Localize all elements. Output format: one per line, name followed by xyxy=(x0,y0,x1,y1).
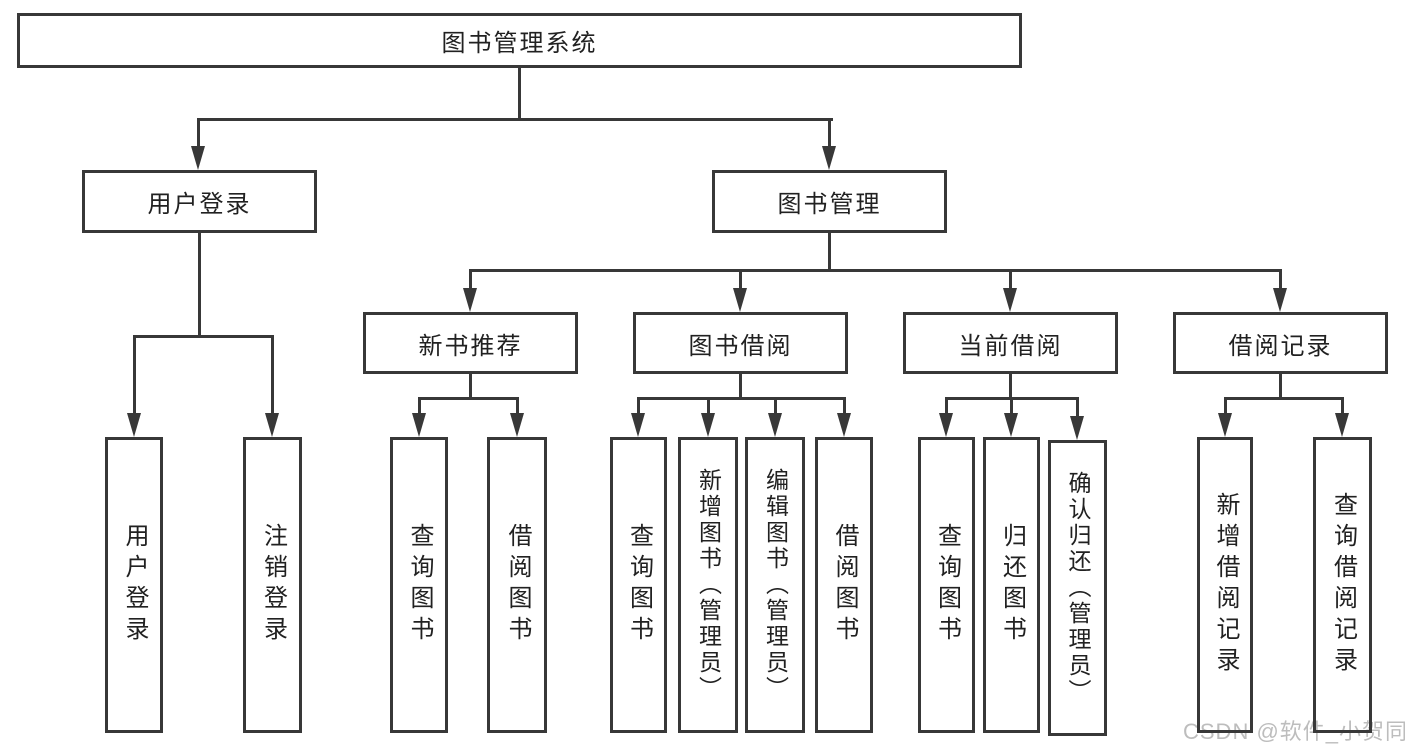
connector-line xyxy=(469,269,1282,272)
arrowhead-down-icon xyxy=(1070,416,1084,440)
arrowhead-down-icon xyxy=(733,288,747,312)
node-label: 借阅图书 xyxy=(504,523,531,647)
node-label: 查询图书 xyxy=(625,523,653,647)
connector-line xyxy=(516,400,519,414)
leaf-return-books: 归还图书 xyxy=(983,437,1040,733)
connector-line xyxy=(469,272,472,289)
node-label: 借阅记录 xyxy=(1228,332,1333,360)
leaf-edit-books-admin: 编辑图书（管理员） xyxy=(745,437,805,733)
connector-line xyxy=(739,374,742,400)
connector-line xyxy=(1279,272,1282,289)
node-label: 图书管理 xyxy=(777,191,882,218)
node-library-system: 图书管理系统 xyxy=(17,13,1022,68)
arrowhead-down-icon xyxy=(1003,288,1017,312)
connector-line xyxy=(1341,400,1344,414)
arrowhead-down-icon xyxy=(701,413,715,437)
connector-line xyxy=(1010,400,1013,414)
connector-line xyxy=(469,374,472,400)
leaf-logout: 注销登录 xyxy=(243,437,302,733)
node-label: 用户登录 xyxy=(121,523,148,647)
leaf-query-books-current: 查询图书 xyxy=(918,437,975,733)
connector-line xyxy=(1076,400,1079,417)
arrowhead-down-icon xyxy=(1335,413,1349,437)
leaf-add-borrow-record: 新增借阅记录 xyxy=(1197,437,1253,733)
leaf-borrow-books-borrowing: 借阅图书 xyxy=(815,437,873,733)
leaf-user-login: 用户登录 xyxy=(105,437,163,733)
node-label: 图书借阅 xyxy=(688,332,793,360)
arrowhead-down-icon xyxy=(939,413,953,437)
node-label: 确认归还（管理员） xyxy=(1065,471,1091,705)
connector-line xyxy=(739,272,742,289)
node-new-book-recommendation: 新书推荐 xyxy=(363,312,578,374)
connector-line xyxy=(418,397,519,400)
arrowhead-down-icon xyxy=(822,146,836,170)
connector-line xyxy=(418,400,421,414)
arrowhead-down-icon xyxy=(510,413,524,437)
node-label: 借阅图书 xyxy=(831,523,858,647)
node-label: 当前借阅 xyxy=(958,332,1063,360)
connector-line xyxy=(133,335,274,338)
leaf-confirm-return-admin: 确认归还（管理员） xyxy=(1048,440,1107,736)
leaf-query-books-borrowing: 查询图书 xyxy=(610,437,667,733)
node-user-login: 用户登录 xyxy=(82,170,317,233)
connector-line xyxy=(198,233,201,338)
connector-line xyxy=(1224,400,1227,414)
connector-line xyxy=(637,397,846,400)
node-label: 新增图书（管理员） xyxy=(695,468,722,702)
arrowhead-down-icon xyxy=(1273,288,1287,312)
connector-line xyxy=(843,400,846,414)
arrowhead-down-icon xyxy=(1004,413,1018,437)
node-label: 编辑图书（管理员） xyxy=(762,468,789,702)
connector-line xyxy=(945,397,1079,400)
node-label: 注销登录 xyxy=(259,523,287,647)
node-book-borrowing: 图书借阅 xyxy=(633,312,848,374)
node-label: 查询借阅记录 xyxy=(1329,492,1357,678)
node-borrowing-records: 借阅记录 xyxy=(1173,312,1388,374)
arrowhead-down-icon xyxy=(265,413,279,437)
node-label: 图书管理系统 xyxy=(441,30,598,57)
arrowhead-down-icon xyxy=(631,413,645,437)
connector-line xyxy=(197,118,833,121)
node-label: 新书推荐 xyxy=(418,332,523,360)
node-book-management: 图书管理 xyxy=(712,170,947,233)
connector-line xyxy=(1224,397,1344,400)
connector-line xyxy=(828,121,831,147)
connector-line xyxy=(707,400,710,414)
node-label: 查询图书 xyxy=(933,523,961,647)
node-label: 查询图书 xyxy=(406,523,433,647)
arrowhead-down-icon xyxy=(463,288,477,312)
arrowhead-down-icon xyxy=(1218,413,1232,437)
connector-line xyxy=(774,400,777,414)
arrowhead-down-icon xyxy=(837,413,851,437)
leaf-query-books-recommend: 查询图书 xyxy=(390,437,448,733)
connector-line xyxy=(271,338,274,415)
connector-line xyxy=(133,338,136,415)
leaf-add-books-admin: 新增图书（管理员） xyxy=(678,437,738,733)
node-label: 用户登录 xyxy=(147,191,252,218)
connector-line xyxy=(1009,374,1012,400)
leaf-query-borrow-record: 查询借阅记录 xyxy=(1313,437,1372,733)
arrowhead-down-icon xyxy=(127,413,141,437)
connector-line xyxy=(828,233,831,272)
connector-line xyxy=(945,400,948,414)
arrowhead-down-icon xyxy=(768,413,782,437)
node-current-borrowing: 当前借阅 xyxy=(903,312,1118,374)
arrowhead-down-icon xyxy=(412,413,426,437)
connector-line xyxy=(518,68,521,121)
connector-line xyxy=(1009,272,1012,289)
arrowhead-down-icon xyxy=(191,146,205,170)
connector-line xyxy=(1279,374,1282,400)
node-label: 新增借阅记录 xyxy=(1212,492,1239,678)
node-label: 归还图书 xyxy=(998,523,1026,647)
leaf-borrow-books-recommend: 借阅图书 xyxy=(487,437,547,733)
connector-line xyxy=(637,400,640,414)
connector-line xyxy=(197,121,200,147)
